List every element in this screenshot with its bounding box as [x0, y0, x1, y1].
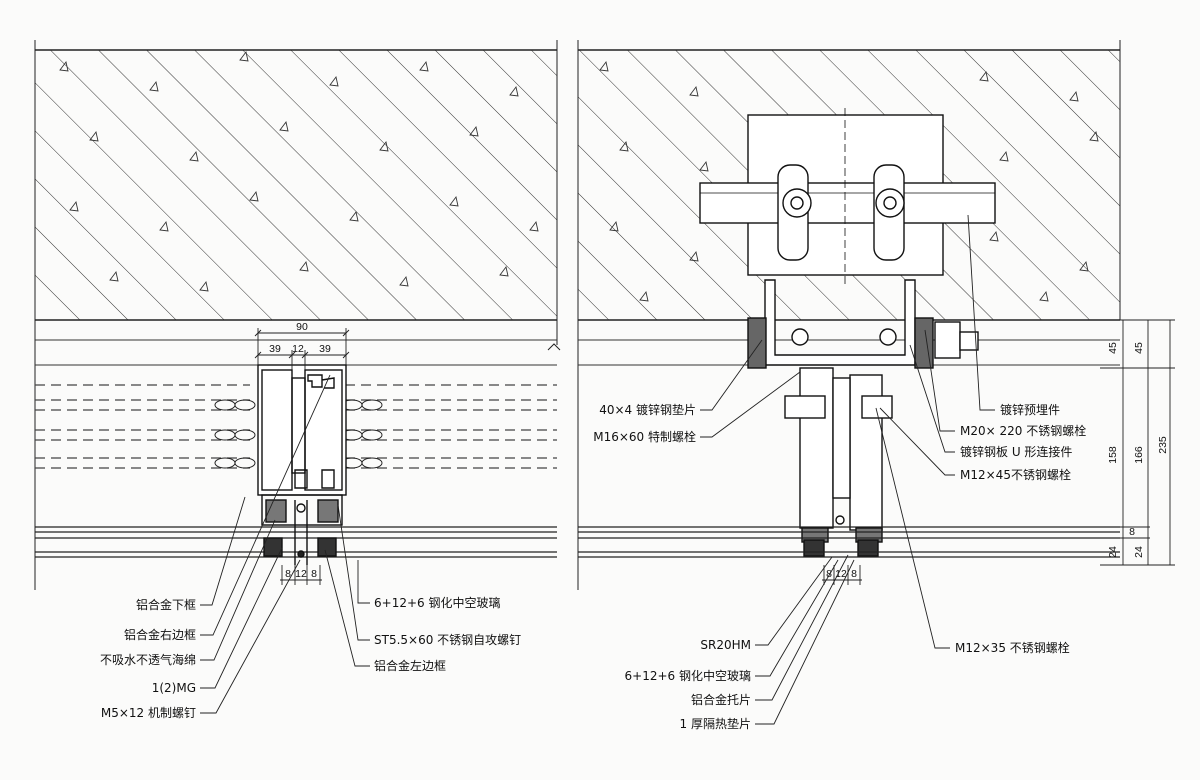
dim-235: 235 [1157, 436, 1169, 454]
right-detail: 45 45 158 166 235 24 8 24 8 12 8 [577, 40, 1175, 731]
label-gasket: 40×4 镀锌钢垫片 [599, 402, 696, 417]
label-foam: 不吸水不透气海绵 [100, 652, 196, 667]
embedded-plate [699, 108, 996, 285]
dim-39-left: 39 [269, 343, 281, 355]
label-glass-right: 6+12+6 钢化中空玻璃 [625, 668, 751, 683]
dim-158: 158 [1107, 446, 1119, 464]
left-insulation-dashes [35, 384, 557, 469]
label-special-bolt: M16×60 特制螺栓 [593, 429, 696, 444]
left-detail: 90 39 12 39 8 12 8 铝合金下框 铝合金右边框 不吸水不透气海绵… [34, 40, 561, 720]
dim-90: 90 [296, 321, 308, 333]
label-sr20hm: SR20HM [700, 638, 751, 652]
label-u-connector: 镀锌钢板 U 形连接件 [960, 444, 1072, 459]
dim-12-right-bottom: 12 [835, 568, 847, 580]
dim-8-right: 8 [311, 568, 317, 580]
left-leader-lines [200, 374, 370, 714]
right-mullion-profile [784, 367, 893, 557]
dim-39-right: 39 [319, 343, 331, 355]
dim-12: 12 [292, 343, 304, 355]
right-glass-panes [578, 526, 1120, 558]
label-left-side-frame: 铝合金左边框 [374, 658, 446, 673]
label-glass-left: 6+12+6 钢化中空玻璃 [374, 595, 500, 610]
dim-24-b: 24 [1133, 546, 1145, 558]
label-m20-bolt: M20× 220 不锈钢螺栓 [960, 423, 1086, 438]
label-lower-frame: 铝合金下框 [136, 597, 196, 612]
label-embedded-part: 镀锌预埋件 [1000, 403, 1060, 417]
label-m12x45: M12×45不锈钢螺栓 [960, 467, 1071, 482]
label-thermal-pad: 1 厚隔热垫片 [680, 716, 751, 731]
dim-45-a: 45 [1107, 342, 1119, 354]
dim-8-right-side: 8 [1129, 526, 1135, 538]
right-leader-lines [700, 214, 995, 725]
right-side-dimensions [1100, 319, 1175, 566]
dim-8-left: 8 [285, 568, 291, 580]
left-glass-panes [35, 526, 557, 558]
dim-24-a: 24 [1107, 546, 1119, 558]
dim-12-bottom: 12 [295, 568, 307, 580]
label-mg: 1(2)MG [152, 681, 196, 695]
left-top-dimensions [254, 328, 350, 370]
label-tapping-screw: ST5.5×60 不锈钢自攻螺钉 [374, 633, 521, 647]
label-m12x35: M12×35 不锈钢螺栓 [955, 640, 1070, 655]
dim-166: 166 [1133, 446, 1145, 464]
dim-45-b: 45 [1133, 342, 1145, 354]
left-mullion-profile [257, 364, 347, 565]
left-concrete-slab [34, 40, 561, 590]
label-machine-screw: M5×12 机制螺钉 [101, 706, 196, 720]
label-bracket: 铝合金托片 [691, 692, 751, 707]
dim-8-right-bottom-a: 8 [826, 568, 832, 580]
label-right-side-frame: 铝合金右边框 [124, 627, 196, 642]
dim-8-right-bottom-b: 8 [851, 568, 857, 580]
